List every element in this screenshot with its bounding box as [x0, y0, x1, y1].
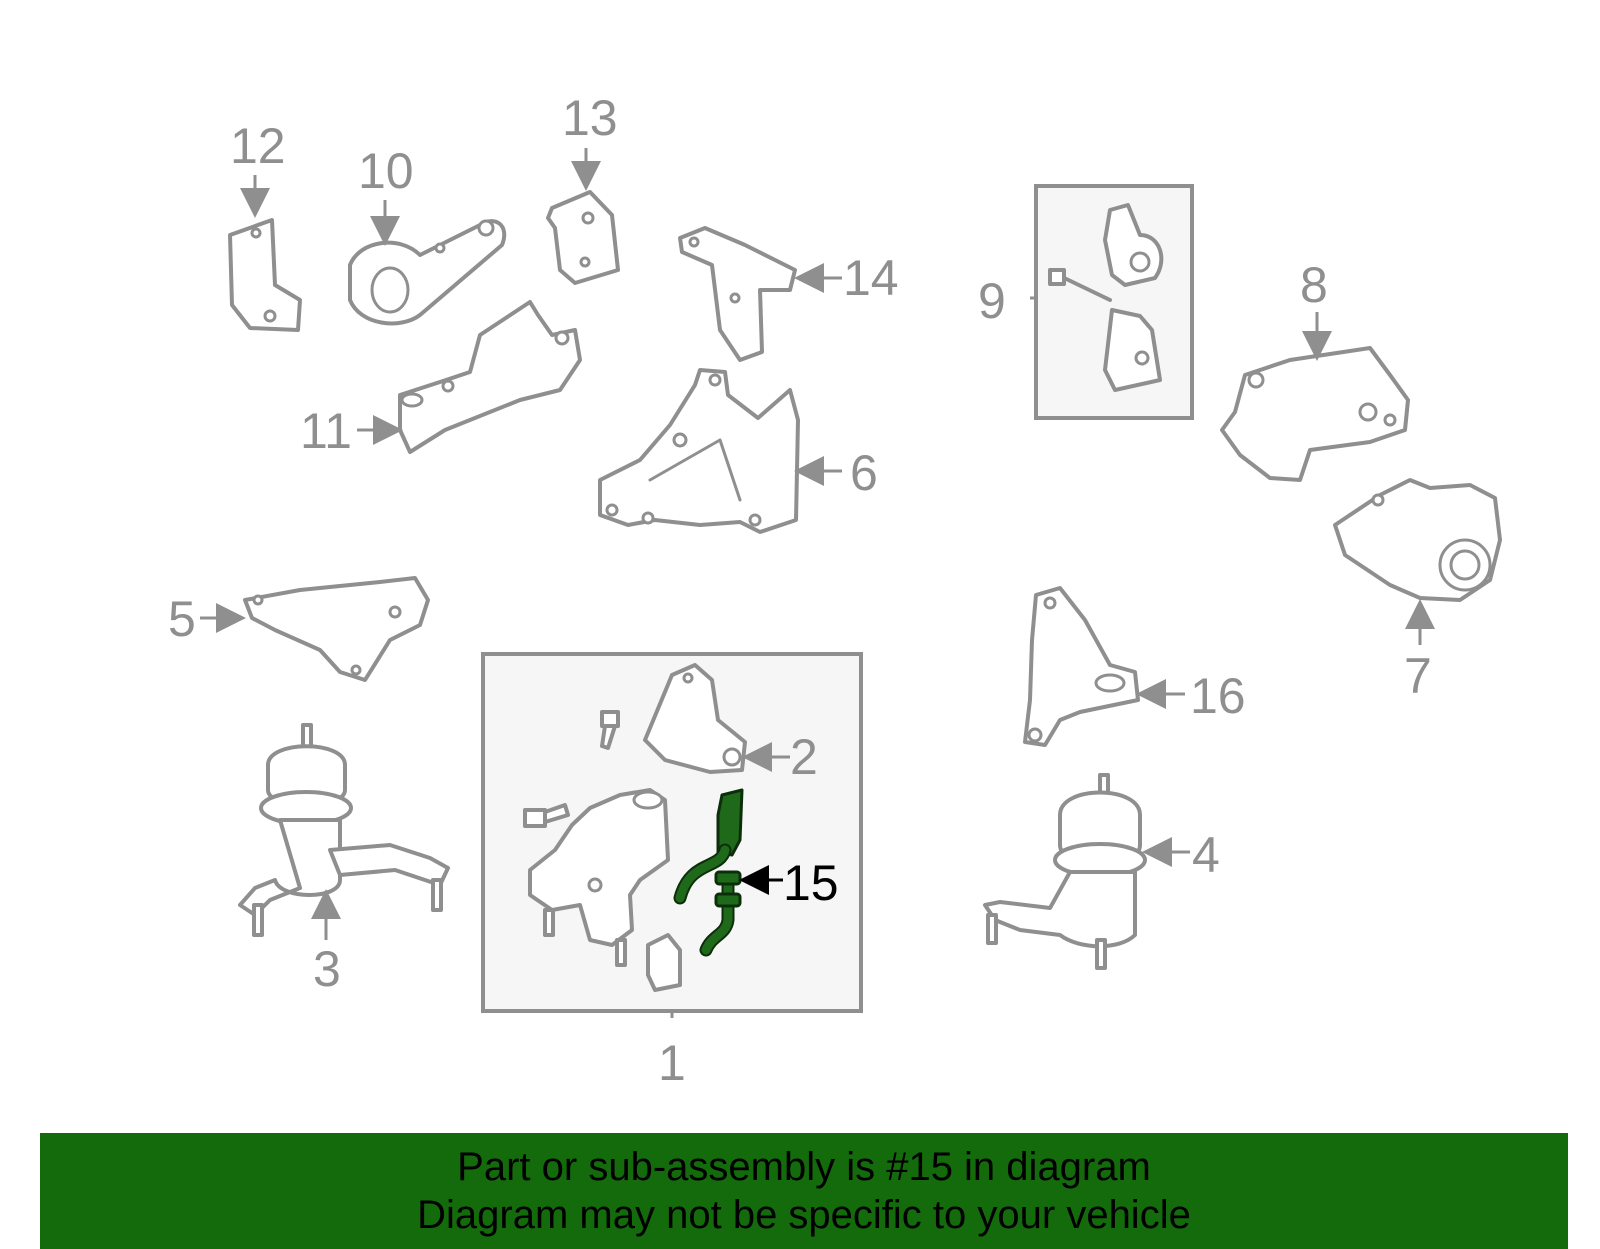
bolt-icon: [600, 710, 620, 750]
part-14-bracket[interactable]: 14: [678, 226, 899, 362]
banner-line-1: Part or sub-assembly is #15 in diagram: [457, 1145, 1151, 1189]
part-1-assembly-box[interactable]: 2 1: [481, 652, 863, 1091]
banner-line-2: Diagram may not be specific to your vehi…: [417, 1193, 1191, 1237]
part-6-bracket[interactable]: 6: [598, 368, 878, 534]
part-2-bracket[interactable]: 2: [643, 663, 818, 785]
part-4-mount[interactable]: 4: [983, 773, 1220, 970]
part-13-bracket[interactable]: 13: [546, 90, 620, 285]
callout-10: 10: [358, 143, 414, 199]
callout-2: 2: [790, 729, 818, 785]
part-3-mount[interactable]: 3: [238, 723, 450, 997]
bolt-icon: [523, 803, 570, 828]
part-16-bracket[interactable]: 16: [1023, 586, 1246, 747]
callout-4: 4: [1192, 827, 1220, 883]
callout-6: 6: [850, 445, 878, 501]
callout-5: 5: [168, 591, 196, 647]
callout-12: 12: [230, 118, 286, 174]
info-banner: Part or sub-assembly is #15 in diagram D…: [40, 1133, 1568, 1249]
callout-13: 13: [562, 90, 618, 146]
callout-9: 9: [978, 273, 1006, 329]
callout-3: 3: [313, 941, 341, 997]
part-11-bracket[interactable]: 11: [300, 300, 582, 459]
part-5-bracket[interactable]: 5: [168, 576, 430, 682]
part-7-mount[interactable]: 7: [1333, 478, 1502, 704]
callout-11: 11: [300, 403, 352, 459]
callout-15: 15: [783, 855, 839, 911]
callout-14: 14: [843, 250, 899, 306]
callout-7: 7: [1404, 648, 1432, 704]
callout-1: 1: [658, 1035, 686, 1091]
part-15-hose-highlighted[interactable]: 15: [673, 788, 839, 957]
part-12-bracket[interactable]: 12: [228, 118, 302, 332]
part-8-bracket[interactable]: 8: [1220, 257, 1410, 482]
part-9-assembly[interactable]: 9: [978, 184, 1194, 420]
callout-16: 16: [1190, 668, 1246, 724]
part-10-torque-rod[interactable]: 10: [348, 143, 507, 326]
callout-8: 8: [1300, 257, 1328, 313]
